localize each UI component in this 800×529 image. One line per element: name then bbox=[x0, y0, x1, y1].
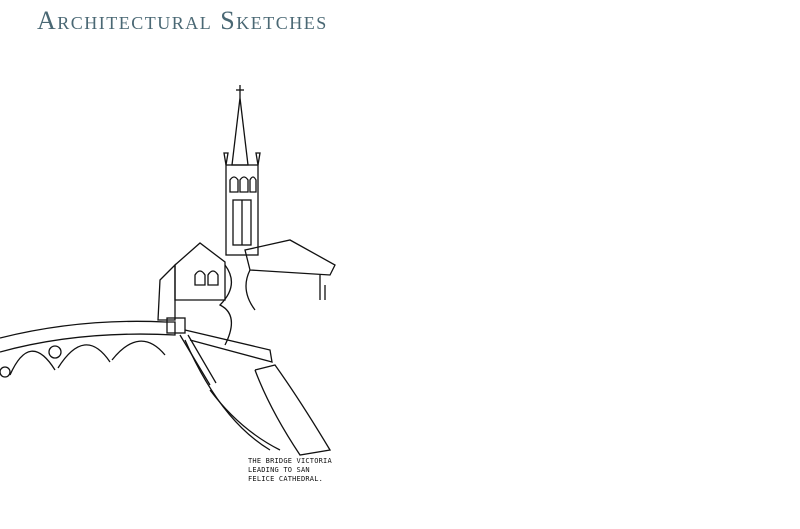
building bbox=[157, 239, 336, 346]
sketch-caption: The Bridge Victoria leading to San Felic… bbox=[248, 457, 332, 483]
architectural-sketch-image bbox=[0, 85, 336, 456]
bridge bbox=[0, 317, 332, 456]
tower bbox=[223, 85, 261, 256]
page-title: Architectural Sketches bbox=[37, 6, 328, 35]
